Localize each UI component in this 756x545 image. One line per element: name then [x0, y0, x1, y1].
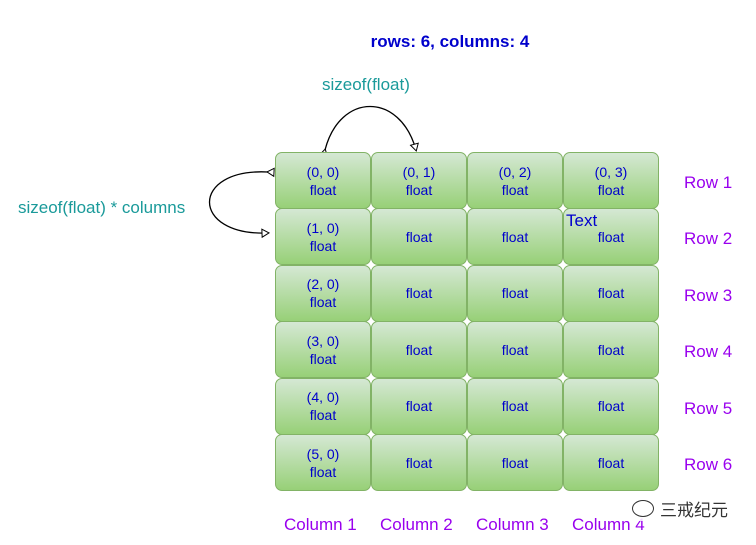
cell-type: float	[597, 181, 625, 198]
matrix-cell: (2, 0)float	[275, 264, 371, 322]
matrix-cell: (5, 0)float	[275, 434, 371, 491]
matrix-cell: float	[563, 434, 659, 491]
matrix-cell: float	[467, 321, 563, 379]
row-label: Row 5	[684, 398, 733, 418]
cell-type: float	[597, 454, 625, 471]
cell-type: float	[405, 181, 433, 198]
cell-type: float	[501, 454, 529, 471]
matrix-cell: (0, 1)float	[371, 152, 467, 209]
cell-type: float	[309, 463, 337, 480]
top-arrow-label: sizeof(float)	[322, 75, 410, 94]
cell-type: float	[309, 181, 337, 198]
diagram-title: rows: 6, columns: 4	[370, 32, 530, 51]
watermark: 三戒纪元	[630, 496, 730, 521]
matrix-cell: (0, 3)float	[563, 152, 659, 209]
cell-index: (4, 0)	[306, 389, 340, 406]
matrix-cell: float	[371, 434, 467, 491]
matrix-cell: (4, 0)float	[275, 377, 371, 435]
cell-type: float	[501, 341, 529, 358]
top-curved-arrow	[318, 105, 419, 158]
column-label: Column 1	[284, 515, 357, 534]
cell-type: float	[405, 398, 433, 415]
matrix-cell: float	[371, 208, 467, 266]
cell-index: (1, 0)	[306, 219, 340, 236]
matrix-cell: (3, 0)float	[275, 321, 371, 379]
matrix-cell: (1, 0)float	[275, 208, 371, 266]
cell-index: (0, 0)	[306, 163, 340, 180]
matrix-cell: float	[467, 434, 563, 491]
row-label: Row 4	[684, 342, 733, 362]
cell-type: float	[405, 454, 433, 471]
matrix-cell: float	[371, 264, 467, 322]
cell-type: float	[405, 341, 433, 358]
row-label: Row 3	[684, 285, 733, 305]
matrix-cell: float	[563, 377, 659, 435]
cell-index: (0, 3)	[594, 163, 628, 180]
matrix-cell: float	[467, 377, 563, 435]
cell-type: float	[597, 398, 625, 415]
row-label: Row 2	[684, 229, 733, 249]
cell-type: float	[501, 285, 529, 302]
cell-type: float	[597, 228, 625, 245]
cell-index: (0, 2)	[498, 163, 532, 180]
cell-index: (2, 0)	[306, 276, 340, 293]
cell-type: float	[597, 285, 625, 302]
matrix-cell: float	[467, 264, 563, 322]
matrix-cell: float	[563, 264, 659, 322]
row-label: Row 6	[684, 455, 733, 474]
matrix-cell: float	[371, 377, 467, 435]
wechat-icon	[632, 500, 654, 517]
cell-type: float	[501, 228, 529, 245]
watermark-text: 三戒纪元	[660, 501, 728, 520]
cell-type: float	[405, 228, 433, 245]
cell-type: float	[309, 294, 337, 311]
cell-type: float	[597, 341, 625, 358]
cell-index: (5, 0)	[306, 445, 340, 462]
row-label: Row 1	[684, 173, 733, 192]
cell-type: float	[501, 181, 529, 198]
left-arrow-label: sizeof(float) * columns	[18, 198, 186, 217]
matrix-cell: (0, 2)float	[467, 152, 563, 209]
matrix-cell: float	[467, 208, 563, 266]
column-label: Column 4	[572, 515, 645, 534]
matrix-cell: float	[371, 321, 467, 379]
left-curved-arrow	[209, 167, 275, 239]
cell-index: (3, 0)	[306, 332, 340, 349]
cell-type: float	[501, 398, 529, 415]
column-label: Column 2	[380, 515, 453, 534]
cell-type: float	[309, 237, 337, 254]
cell-type: float	[309, 407, 337, 424]
matrix-cell: float	[563, 321, 659, 379]
matrix-cell: (0, 0)float	[275, 152, 371, 209]
cell-index: (0, 1)	[402, 163, 436, 180]
cell-type: float	[309, 350, 337, 367]
stray-text-label: Text	[566, 211, 598, 230]
cell-type: float	[405, 285, 433, 302]
column-label: Column 3	[476, 515, 549, 534]
